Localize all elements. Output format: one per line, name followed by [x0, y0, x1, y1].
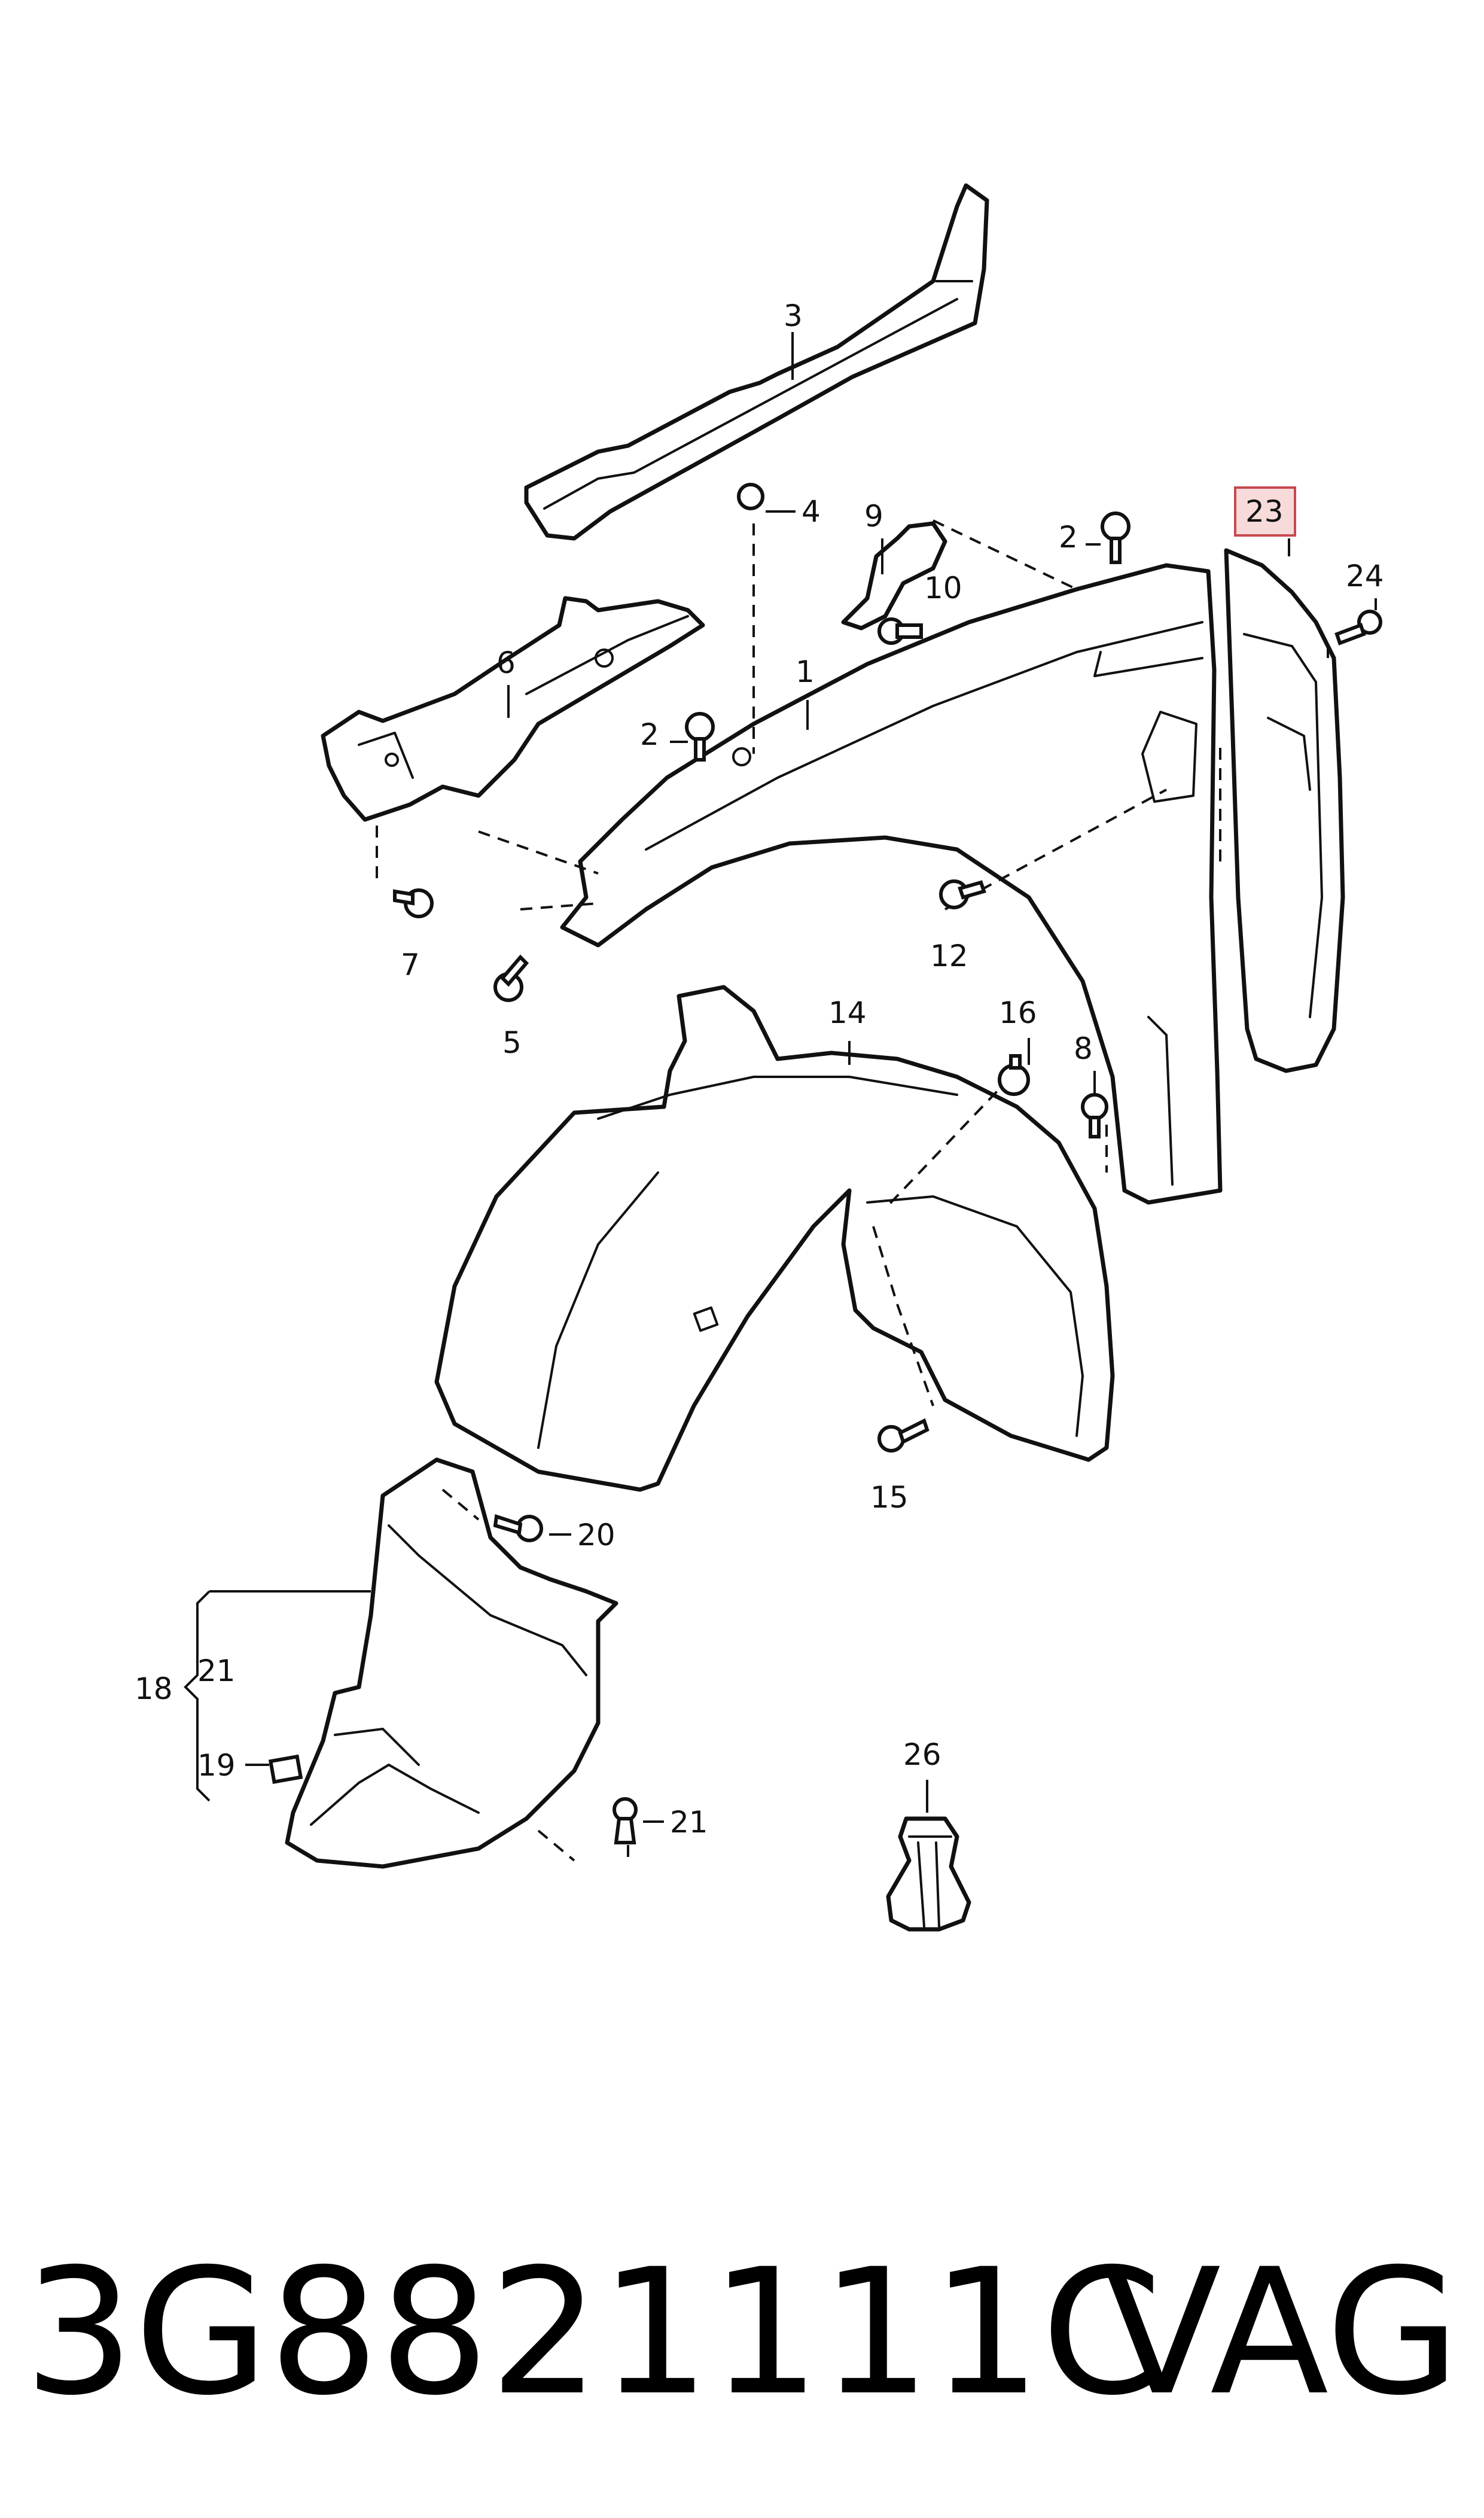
- part-3-rail: [524, 183, 989, 541]
- leader-lines: [184, 332, 1377, 1823]
- callout-16: 16: [999, 995, 1037, 1030]
- callout-1: 1: [796, 654, 815, 689]
- callout-23-highlight: [1234, 486, 1296, 537]
- callout-2-top: 2: [1059, 520, 1078, 555]
- part-26-pouch: [886, 1816, 971, 1932]
- callout-10: 10: [924, 571, 962, 605]
- callout-21: 21: [670, 1805, 708, 1840]
- callout-26: 26: [903, 1737, 941, 1772]
- part-9-bracket: [841, 521, 947, 631]
- callout-8: 8: [1074, 1031, 1093, 1066]
- part-14-liner: [434, 985, 1115, 1492]
- fasteners: [268, 483, 1382, 1844]
- callout-3: 3: [784, 299, 803, 333]
- callout-2-mid: 2: [640, 717, 659, 752]
- part-23-seal: [1224, 548, 1345, 1073]
- callout-15: 15: [870, 1480, 909, 1515]
- brand-name: VAG: [1102, 2232, 1460, 2434]
- part-number: 3G8821111C: [24, 2232, 1163, 2434]
- part-1-fender: [560, 563, 1223, 1205]
- assembly-lines: [376, 519, 1329, 1862]
- callout-20: 20: [577, 1518, 615, 1552]
- callout-21-bracket: 21: [197, 1654, 236, 1688]
- callout-19: 19: [197, 1748, 236, 1783]
- callout-14: 14: [828, 995, 867, 1030]
- callout-6: 6: [496, 646, 516, 680]
- part-6-bracket: [321, 596, 705, 822]
- callout-12: 12: [930, 939, 968, 973]
- callout-5: 5: [502, 1025, 522, 1060]
- callout-9: 9: [864, 499, 883, 534]
- callouts: 3 4 2 9 10 1 6 2 7 5 12 14 16 8 15 20 18…: [135, 299, 1384, 1840]
- callout-4: 4: [802, 494, 821, 529]
- callout-7: 7: [401, 948, 420, 982]
- callout-24: 24: [1346, 559, 1384, 593]
- part-18-liner-front: [285, 1457, 618, 1869]
- callout-23: 23: [1245, 494, 1284, 529]
- callout-18: 18: [135, 1671, 173, 1706]
